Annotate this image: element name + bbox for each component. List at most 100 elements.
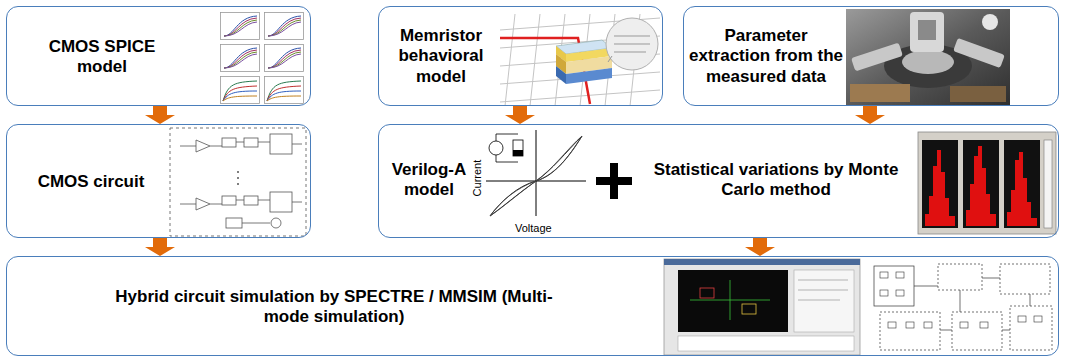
hybrid-schematic-part	[1030, 294, 1031, 306]
probe-station-photo-part	[982, 14, 998, 30]
box-title: Verilog-A model	[383, 160, 475, 201]
device-curves-part	[265, 77, 304, 104]
device-curves-part	[265, 13, 304, 40]
flow-arrow	[505, 106, 535, 124]
probe-station-photo	[846, 9, 1010, 106]
iv-hysteresis-plot	[486, 130, 586, 216]
hybrid-schematic-part	[980, 322, 988, 328]
histogram-screenshot	[918, 132, 1056, 234]
simulator-screenshot-part	[794, 270, 854, 332]
simulator-screenshot-part	[700, 288, 714, 298]
histogram-screenshot-part	[966, 146, 996, 226]
crossbar-illustration-part	[606, 18, 658, 70]
iv-hysteresis-plot-part	[536, 136, 582, 181]
simulator-screenshot-part	[798, 290, 848, 291]
hybrid-schematic-part	[982, 278, 1000, 279]
iv-hysteresis-plot-part	[496, 162, 518, 163]
box-title: CMOS circuit	[15, 172, 167, 192]
histogram-screenshot-part	[925, 150, 955, 226]
crossbar-illustration-part	[614, 36, 650, 37]
probe-station-photo-part	[902, 50, 954, 74]
crossbar-illustration-part	[566, 68, 612, 84]
crossbar-illustration-part	[555, 14, 565, 106]
probe-station-photo-part	[846, 9, 1010, 106]
probe-station-photo-part	[953, 38, 1005, 68]
hybrid-schematic-part	[880, 290, 888, 296]
box-text: Statistical variations by Monte Carlo me…	[637, 160, 915, 201]
iv-hysteresis-plot-part	[536, 130, 537, 216]
process-box: CMOS circuit	[6, 124, 311, 238]
cmos-circuit-schematic-part	[196, 140, 210, 152]
cmos-circuit-schematic-part	[258, 142, 270, 143]
crossbar-illustration-part	[505, 14, 515, 106]
cmos-circuit-schematic	[170, 128, 306, 236]
iv-hysteresis-plot-part	[536, 136, 582, 181]
process-box: CMOS SPICE model	[6, 6, 311, 106]
probe-station-photo-part	[910, 12, 944, 52]
simulator-screenshot-part	[664, 259, 860, 265]
hybrid-schematic-part	[940, 330, 952, 331]
process-box: Parameter extraction from the measured d…	[683, 6, 1059, 106]
probe-station-photo-part	[851, 43, 903, 72]
cmos-circuit-schematic-part	[222, 138, 236, 147]
box-title: CMOS SPICE model	[32, 37, 172, 78]
box-title: Parameter extraction from the measured d…	[688, 26, 844, 87]
crossbar-illustration-part	[500, 90, 660, 102]
crossbar-illustration-part	[556, 66, 566, 84]
cmos-circuit-schematic-part	[270, 134, 292, 154]
crossbar-illustration-part	[608, 56, 612, 62]
cmos-circuit-schematic-part	[222, 196, 236, 205]
cmos-circuit-schematic-part	[196, 198, 210, 210]
iv-hysteresis-plot-part	[513, 150, 523, 156]
cmos-circuit-schematic-part	[242, 223, 270, 224]
box-title: Hybrid circuit simulation by SPECTRE / M…	[103, 287, 565, 328]
cmos-circuit-schematic-part	[237, 171, 239, 173]
device-curves-part	[221, 45, 260, 72]
simulator-screenshot-part	[678, 336, 854, 351]
simulator-screenshot	[664, 259, 860, 355]
crossbar-illustration-part	[530, 14, 540, 106]
flow-arrow	[745, 238, 775, 256]
histogram-screenshot-part	[1007, 152, 1037, 226]
histogram-screenshot-part	[918, 132, 1056, 234]
hybrid-schematic	[868, 260, 1056, 354]
hybrid-schematic-part	[1018, 316, 1026, 322]
probe-station-photo-part	[918, 20, 936, 40]
flow-arrow	[855, 106, 885, 124]
hybrid-schematic-part	[924, 322, 932, 328]
iv-hysteresis-plot-part	[490, 181, 536, 216]
histogram-screenshot-part	[922, 140, 958, 228]
cmos-circuit-schematic-part	[170, 128, 306, 236]
hybrid-schematic-part	[938, 264, 982, 290]
hybrid-schematic-part	[880, 312, 940, 350]
cmos-circuit-schematic-part	[236, 142, 244, 143]
simulator-screenshot-part	[798, 280, 848, 281]
hybrid-schematic-part	[896, 272, 904, 278]
device-curves	[221, 13, 304, 104]
histogram-screenshot-part	[1044, 140, 1052, 228]
device-curves-part	[221, 13, 260, 40]
simulator-screenshot-part	[678, 270, 788, 332]
probe-station-photo-part	[850, 84, 910, 102]
cmos-circuit-schematic-part	[270, 192, 292, 212]
hybrid-schematic-part	[1002, 330, 1010, 331]
device-curves-part	[265, 45, 304, 72]
simulator-screenshot-part	[664, 259, 860, 355]
hybrid-schematic-part	[1000, 264, 1050, 294]
histogram-screenshot-part	[963, 140, 999, 228]
cmos-circuit-schematic-part	[237, 177, 239, 179]
hybrid-schematic-part	[880, 272, 888, 278]
flow-arrow	[145, 238, 175, 256]
cmos-circuit-schematic-part	[292, 202, 302, 203]
hybrid-schematic-part	[1010, 306, 1052, 350]
cmos-circuit-schematic-part	[292, 144, 302, 145]
hybrid-schematic-part	[888, 322, 896, 328]
hybrid-schematic-part	[868, 260, 1056, 354]
simulator-screenshot-part	[730, 280, 731, 320]
cmos-circuit-schematic-part	[226, 218, 242, 228]
crossbar-illustration	[500, 14, 660, 106]
plus-symbol-part	[610, 163, 618, 199]
iv-hysteresis-plot-part	[490, 181, 536, 216]
